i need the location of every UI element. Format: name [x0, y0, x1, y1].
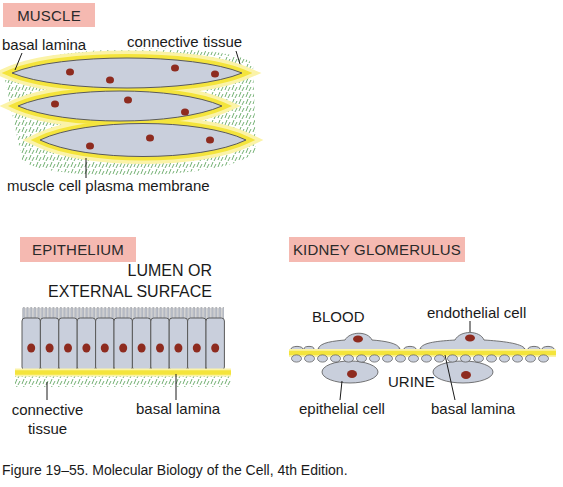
- basal-lamina-glow: [15, 369, 231, 377]
- microvilli: [22, 307, 224, 319]
- epithelial-cell: [22, 318, 224, 370]
- foot-process: [290, 354, 550, 363]
- part-label: BLOOD: [312, 308, 365, 325]
- part-label: basal lamina: [431, 400, 515, 417]
- panel-header: KIDNEY GLOMERULUS: [289, 237, 465, 262]
- leader-line: [15, 51, 470, 400]
- part-label: connective tissue: [0, 400, 95, 438]
- panel-header: EPITHELIUM: [20, 237, 136, 262]
- nucleus: [51, 65, 219, 150]
- panel-header: MUSCLE: [3, 3, 95, 27]
- header-text: KIDNEY GLOMERULUS: [293, 241, 461, 258]
- header-text: EPITHELIUM: [32, 241, 124, 258]
- nucleus: [27, 344, 219, 353]
- nucleus: [353, 335, 475, 343]
- part-label: connective tissue: [127, 33, 242, 50]
- part-label: URINE: [388, 373, 435, 390]
- figure-caption: Figure 19–55. Molecular Biology of the C…: [2, 462, 348, 478]
- part-label: basal lamina: [136, 400, 220, 417]
- muscle-cell: [12, 58, 246, 157]
- part-label: basal lamina: [2, 36, 86, 53]
- epithelium-illustration: [15, 307, 231, 387]
- part-label: epithelial cell: [299, 400, 385, 417]
- part-label: muscle cell plasma membrane: [7, 177, 210, 194]
- basal-lamina-glow: [12, 58, 246, 157]
- basal-lamina: [12, 58, 246, 157]
- endothelial-cell: [291, 333, 554, 352]
- muscle-illustration: [4, 48, 256, 175]
- connective-tissue: [4, 48, 256, 175]
- part-label: LUMEN OR EXTERNAL SURFACE: [43, 260, 212, 302]
- basal-lamina: [15, 370, 231, 375]
- part-label: endothelial cell: [427, 304, 526, 321]
- header-text: MUSCLE: [17, 7, 81, 24]
